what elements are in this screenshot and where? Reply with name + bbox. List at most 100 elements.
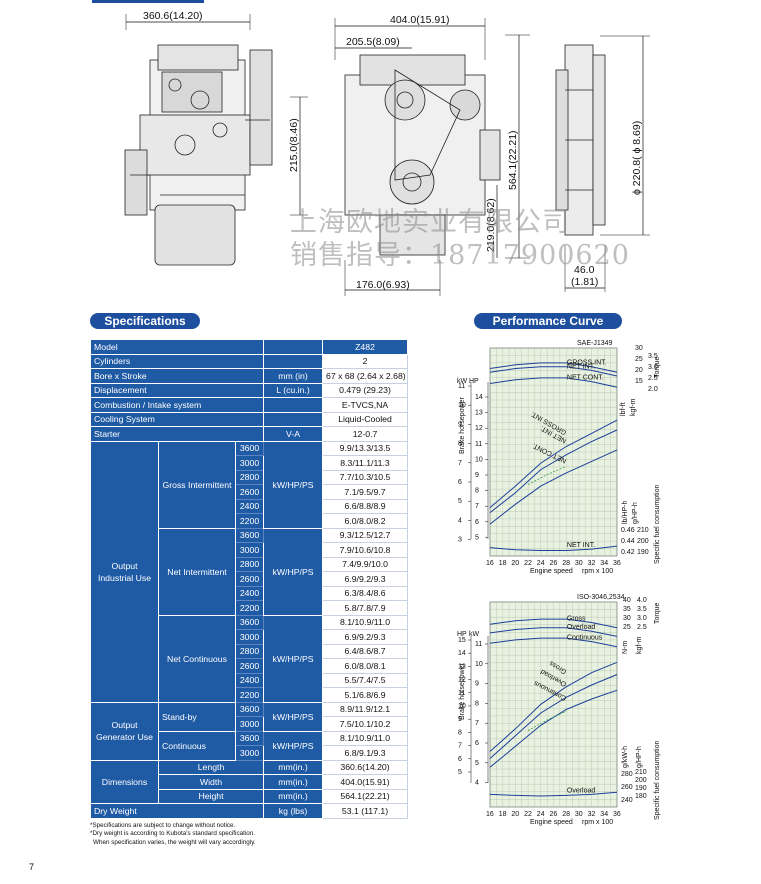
x-tick-label: 28 (562, 811, 570, 818)
right-tick-label: 240 (621, 797, 633, 804)
left-tick-label: 10 (458, 402, 466, 409)
x-axis-label: Engine speed (530, 819, 573, 826)
rpm-cell: 3000 (234, 629, 265, 645)
rpm-cell: 2200 (234, 687, 265, 703)
series-line (489, 791, 618, 797)
watermark-line-2: 销售指导：18717900620 (290, 240, 630, 271)
value-cell: 6.9/9.2/9.3 (322, 629, 409, 645)
left-tick-label: 5 (475, 534, 479, 541)
left-tick-label: 11 (475, 641, 482, 648)
rpm-cell: 3000 (234, 542, 265, 558)
series-label: Overload (567, 624, 596, 631)
series-line (489, 429, 618, 513)
rpm-cell: 2600 (234, 658, 265, 674)
value-cell: 7.9/10.6/10.8 (322, 542, 409, 558)
chart-standard-label: SAE-J1349 (577, 340, 613, 347)
right-tick-label: 190 (635, 785, 647, 792)
right-tick-label: 3.0 (648, 364, 658, 371)
rpm-cell: 2800 (234, 643, 265, 659)
output-generator-label: Output Generator Use (90, 701, 159, 761)
standby-label: Stand-by (158, 701, 236, 732)
series-line (489, 627, 618, 637)
value-cell: 7.4/9.9/10.0 (322, 556, 409, 572)
left-tick-label: 10 (475, 661, 483, 668)
performance-curve-header: Performance Curve (474, 313, 622, 329)
right-tick-label: 25 (623, 624, 631, 631)
right-axis-title: Specific fuel consumption (654, 741, 661, 820)
right-tick-label: 210 (637, 527, 649, 534)
left-tick-label: 15 (458, 637, 466, 644)
starter-value: 12-0.7 (322, 426, 409, 442)
left-tick-label: 9 (458, 716, 462, 723)
left-tick-label: 11 (458, 383, 465, 390)
displacement-label: Displacement (89, 382, 265, 398)
unit-cell: kW/HP/PS (263, 527, 324, 616)
right-axis-title: g/HP-h (632, 502, 639, 524)
right-tick-label: 40 (623, 597, 631, 604)
value-cell: 6.6/8.8/8.9 (322, 498, 409, 514)
right-tick-label: 25 (635, 356, 643, 363)
dry-weight-label: Dry Weight (89, 803, 265, 819)
rpm-cell: 3600 (234, 527, 265, 543)
series-line (489, 637, 618, 648)
engine-drawings: 360.6(14.20) 215.0(8.46) 404.0(15.91) 20… (92, 0, 650, 296)
left-tick-label: 11 (458, 690, 465, 697)
right-tick-label: 30 (635, 345, 643, 352)
right-tick-label: 4.0 (637, 597, 647, 604)
rpm-cell: 2200 (234, 513, 265, 529)
left-tick-label: 9 (458, 421, 462, 428)
dim-length-label: 360.6(14.20) (143, 10, 203, 22)
left-tick-label: 7 (475, 503, 479, 510)
dim-219-label: 219.0(8.62) (485, 198, 497, 252)
right-axis-title: lb/HP-h (622, 501, 629, 524)
right-tick-label: 0.46 (621, 527, 635, 534)
x-tick-label: 18 (499, 811, 507, 818)
value-cell: 5.1/6.8/6.9 (322, 687, 409, 703)
x-tick-label: 26 (550, 560, 558, 567)
length-label: Length (157, 759, 265, 775)
table-row: 2800 7.4/9.9/10.0 (91, 556, 409, 572)
footnotes: *Specifications are subject to change wi… (90, 822, 256, 847)
rpm-cell: 2800 (234, 556, 265, 572)
net-intermittent-label: Net Intermittent (158, 527, 236, 616)
right-tick-label: 190 (637, 549, 649, 556)
dim-height-label: 564.1(22.21) (507, 130, 519, 190)
left-tick-label: 8 (458, 441, 462, 448)
left-tick-label: 13 (458, 663, 466, 670)
series-label: NET INT. (567, 542, 595, 549)
right-tick-label: 30 (623, 615, 631, 622)
rpm-cell: 3000 (234, 455, 265, 471)
dimensions-label: Dimensions (90, 759, 159, 804)
width-value: 404.0(15.91) (322, 774, 409, 790)
starter-unit: V-A (263, 426, 324, 442)
unit-cell: kW/HP/PS (263, 440, 324, 529)
right-tick-label: 260 (621, 784, 633, 791)
x-tick-label: 32 (588, 560, 596, 567)
value-cell: 7.1/9.5/9.7 (322, 484, 409, 500)
dim-width-label: 404.0(15.91) (390, 14, 450, 26)
right-axis-title: N-m (622, 641, 629, 654)
series-line (489, 545, 618, 551)
watermark-line-1: 上海欧地实业有限公司 (290, 207, 570, 238)
left-tick-label: 3 (458, 537, 462, 544)
left-axis-title: Brake horsepower (459, 663, 466, 720)
series-label: Overload (567, 787, 596, 794)
left-tick-label: 13 (475, 410, 483, 417)
rpm-cell: 2200 (234, 600, 265, 616)
net-continuous-label: Net Continuous (158, 614, 236, 703)
value-cell: 9.9/13.3/13.5 (322, 440, 409, 456)
left-tick-label: 10 (475, 456, 483, 463)
left-unit-label: kW (469, 631, 480, 638)
value-cell: 5.5/7.4/7.5 (322, 672, 409, 688)
left-tick-label: 6 (458, 756, 462, 763)
rpm-cell: 2400 (234, 498, 265, 514)
x-tick-label: 26 (550, 811, 558, 818)
right-axis-title: Torque (654, 602, 661, 624)
